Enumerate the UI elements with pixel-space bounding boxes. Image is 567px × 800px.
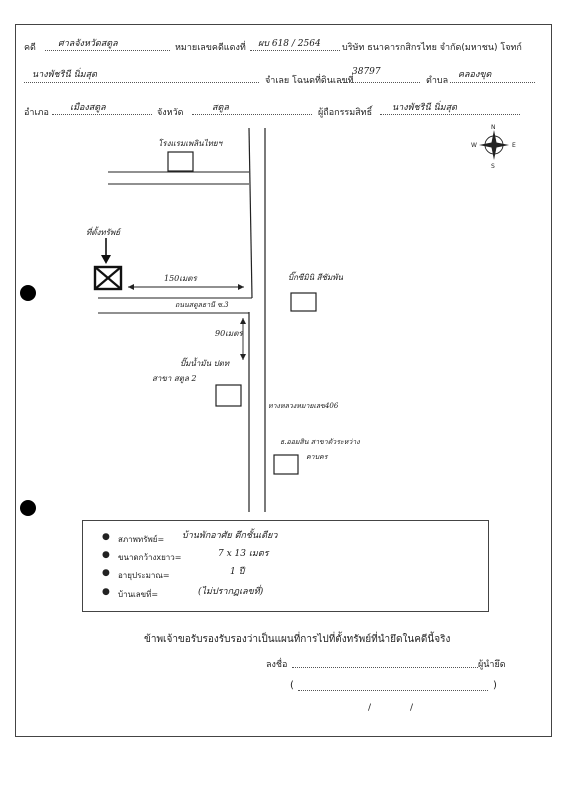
page-frame: [15, 24, 552, 737]
info-value-house-no: (ไม่ปรากฏเลขที่): [198, 587, 264, 597]
distance-90-label: 90เมตร: [215, 329, 243, 338]
province-label: จังหวัด: [157, 108, 184, 118]
case-value: ศาลจังหวัดสตูล: [58, 39, 118, 49]
district-underline: [52, 114, 152, 115]
info-bullet-3: ●: [102, 568, 110, 578]
highway-label: ทางหลวงหมายเลข406: [268, 402, 339, 410]
distance-90-arrow-bottom: [240, 354, 246, 360]
owner-underline: [380, 114, 520, 115]
defendant-label: จำเลย: [265, 76, 290, 86]
owner-label: ผู้ถือกรรมสิทธิ์: [318, 108, 373, 118]
case-underline: [45, 50, 170, 51]
info-label-size: ขนาดกว้างxยาว=: [118, 553, 182, 562]
distance-150-arrow-left: [128, 284, 134, 290]
date-separator-2: /: [410, 703, 414, 713]
compass-needle-ew: [479, 142, 509, 148]
certify-statement: ข้าพเจ้าขอรับรองรับรองว่าเป็นแผนที่การไป…: [144, 634, 451, 645]
owner-value: นางพัชรินี นิ่มสุด: [392, 103, 457, 113]
red-no-value: ผบ 618 / 2564: [258, 39, 321, 49]
info-label-house-no: บ้านเลขที่=: [118, 590, 159, 599]
compass-w: W: [471, 142, 477, 149]
defendant-underline: [24, 82, 259, 83]
deed-label: โฉนดที่ดินเลขที่: [292, 76, 354, 86]
soi3-label: ถนนสตูลธานี ซ.3: [175, 301, 229, 309]
info-value-condition: บ้านพักอาศัย ตึกชั้นเดียว: [182, 531, 278, 541]
hotel-building: [167, 151, 194, 172]
signature-line: [292, 667, 478, 668]
ptt-label: ปั๊มน้ำมัน ปตท: [180, 359, 230, 368]
compass-n: N: [491, 124, 496, 131]
subdistrict-underline: [450, 82, 535, 83]
info-value-size: 7 x 13 เมตร: [218, 549, 269, 559]
company-text: บริษัท ธนาคารกสิกรไทย จำกัด(มหาชน) โจทก์: [342, 43, 522, 53]
distance-150-arrow-right: [238, 284, 244, 290]
bigc-building: [290, 292, 317, 312]
info-bullet-2: ●: [102, 550, 110, 560]
subdistrict-value: คลองขุด: [458, 70, 492, 80]
district-label: อำเภอ: [24, 108, 49, 118]
case-label: คดี: [24, 43, 36, 53]
province-underline: [192, 114, 312, 115]
bank-label: ธ.ออมสิน สาขาตัวระหว่าง: [280, 438, 360, 446]
property-marker: [93, 265, 123, 291]
distance-150-label: 150เมตร: [164, 274, 197, 283]
branch-label: สาขา สตูล 2: [152, 374, 197, 383]
deed-underline: [340, 82, 420, 83]
distance-90-arrow-top: [240, 318, 246, 324]
property-info-box: [82, 520, 489, 612]
ptt-building: [215, 384, 242, 407]
info-label-condition: สภาพทรัพย์=: [118, 535, 165, 544]
defendant-value: นางพัชรินี นิ่มสุด: [32, 70, 97, 80]
red-no-underline: [250, 50, 340, 51]
name-line: [298, 690, 488, 691]
punch-hole-top: [20, 285, 36, 301]
compass-s: S: [491, 163, 495, 170]
name-open-paren: (: [290, 680, 294, 691]
info-label-age: อายุประมาณ=: [118, 571, 170, 580]
name-close-paren: ): [493, 680, 497, 691]
bigc-label: บิ๊กซีมินิ สีชัมพัน: [288, 273, 343, 282]
main-road-left-upper: [248, 127, 253, 299]
compass-rose: N S E W: [471, 124, 516, 170]
info-bullet-4: ●: [102, 587, 110, 597]
subdistrict-label: ตำบล: [426, 76, 449, 86]
district-value: เมืองสตูล: [70, 103, 106, 113]
info-value-age: 1 ปี: [230, 567, 245, 577]
deed-value: 38797: [352, 67, 381, 77]
seizer-label: ผู้นำยึด: [478, 660, 506, 670]
red-no-label: หมายเลขคดีแดงที่: [175, 43, 246, 53]
hotel-label: โรงแรมเพลินไทยฯ: [158, 139, 223, 148]
property-label: ที่ตั้งทรัพย์: [86, 228, 120, 237]
punch-hole-bottom: [20, 500, 36, 516]
sign-label: ลงชื่อ: [266, 660, 288, 670]
compass-e: E: [512, 142, 516, 149]
property-marker-cross-b: [94, 266, 122, 290]
info-bullet-1: ●: [102, 532, 110, 542]
bank-building: [273, 454, 299, 475]
bank-label-2: คาบคร: [306, 453, 328, 461]
property-arrow-head: [101, 255, 111, 264]
date-separator-1: /: [368, 703, 372, 713]
province-value: สตูล: [212, 103, 229, 113]
